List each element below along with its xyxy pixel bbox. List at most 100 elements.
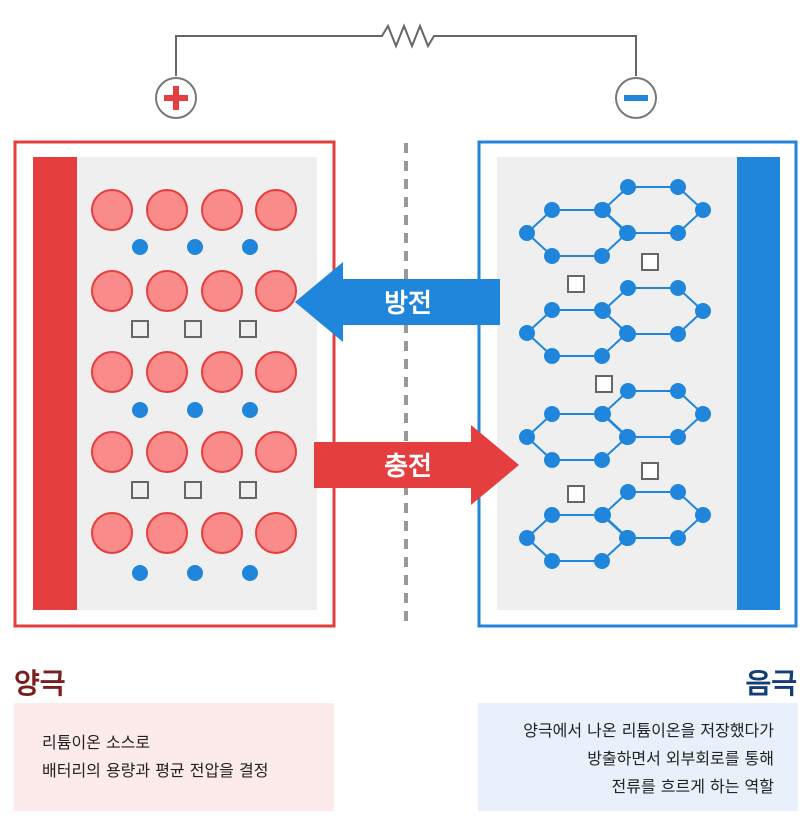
cathode-current-collector (33, 157, 77, 610)
carbon-atom (519, 429, 535, 445)
cathode-particle (146, 431, 188, 473)
anode-chamber (477, 140, 798, 628)
carbon-atom (620, 429, 636, 445)
cathode-title: 양극 (14, 667, 66, 700)
negative-terminal: − (0, 0, 657, 119)
charge-arrow: 충전 (314, 425, 519, 505)
carbon-atom (544, 348, 560, 364)
carbon-atom (670, 179, 686, 195)
carbon-atom (594, 248, 610, 264)
cathode-particle (146, 351, 188, 393)
discharge-arrow: 방전 (295, 262, 500, 342)
lithium-ion (242, 565, 258, 581)
carbon-atom (544, 507, 560, 523)
graphite-ring (595, 484, 711, 546)
cathode-particle (255, 270, 297, 312)
carbon-atom (670, 383, 686, 399)
carbon-atom (620, 280, 636, 296)
carbon-atom (670, 280, 686, 296)
cathode-particle (91, 351, 133, 393)
carbon-atom (620, 326, 636, 342)
cathode-particle (201, 270, 243, 312)
lithium-ion (242, 239, 258, 255)
carbon-atom (695, 507, 711, 523)
vacancy-square (184, 320, 202, 338)
cathode-particle (146, 189, 188, 231)
carbon-atom (695, 406, 711, 422)
anode-description-line: 양극에서 나온 리튬이온을 저장했다가 (523, 721, 774, 740)
graphite-ring (595, 179, 711, 241)
carbon-atom (519, 225, 535, 241)
vacancy-square (641, 253, 659, 271)
anode-current-collector (737, 157, 780, 610)
carbon-atom (620, 484, 636, 500)
vacancy-square (239, 481, 257, 499)
carbon-atom (695, 303, 711, 319)
discharge-label: 방전 (384, 289, 432, 319)
carbon-atom (670, 484, 686, 500)
cathode-particle (255, 351, 297, 393)
cathode-particle (255, 431, 297, 473)
cathode-particle (201, 431, 243, 473)
carbon-atom (594, 452, 610, 468)
carbon-atom (695, 202, 711, 218)
carbon-atom (544, 553, 560, 569)
carbon-atom (594, 348, 610, 364)
carbon-atom (620, 530, 636, 546)
carbon-atom (620, 225, 636, 241)
cathode-particle (91, 512, 133, 554)
carbon-atom (544, 406, 560, 422)
charge-label: 충전 (384, 452, 432, 482)
graphite-ring (595, 280, 711, 342)
lithium-ion (132, 565, 148, 581)
cathode-description-line: 리튬이온 소스로 (42, 733, 151, 752)
carbon-atom (544, 248, 560, 264)
carbon-atom (595, 406, 611, 422)
anode-description: 양극에서 나온 리튬이온을 저장했다가 방출하면서 외부회로를 통해 전류를 흐… (478, 703, 798, 811)
cathode-particle (255, 512, 297, 554)
vacancy-square (567, 275, 585, 293)
lithium-ion (187, 402, 203, 418)
carbon-atom (620, 179, 636, 195)
vacancy-square (184, 481, 202, 499)
carbon-atom (544, 202, 560, 218)
cathode-particle (255, 189, 297, 231)
lithium-ion (187, 565, 203, 581)
carbon-atom (670, 530, 686, 546)
lithium-ion (132, 402, 148, 418)
carbon-atom (544, 452, 560, 468)
cathode-particle (201, 189, 243, 231)
vacancy-square (641, 462, 659, 480)
cathode-particle (201, 351, 243, 393)
cathode-particle (91, 270, 133, 312)
cathode-particle (146, 512, 188, 554)
carbon-atom (544, 302, 560, 318)
carbon-atom (670, 225, 686, 241)
anode-title: 음극 (745, 667, 797, 700)
cathode-particle (201, 512, 243, 554)
vacancy-square (567, 485, 585, 503)
anode-description-line: 전류를 흐르게 하는 역할 (611, 777, 774, 796)
cathode-particle (91, 431, 133, 473)
vacancy-square (131, 320, 149, 338)
positive-terminal-symbol: + (0, 0, 1, 1)
carbon-atom (519, 530, 535, 546)
graphite-ring (595, 383, 711, 445)
vacancy-square (595, 375, 613, 393)
carbon-atom (670, 429, 686, 445)
carbon-atom (595, 507, 611, 523)
carbon-atom (519, 325, 535, 341)
carbon-atom (620, 383, 636, 399)
negative-terminal-symbol: − (0, 0, 1, 1)
carbon-atom (595, 303, 611, 319)
anode-description-line: 방출하면서 외부회로를 통해 (587, 749, 774, 768)
cathode-chamber (13, 140, 336, 628)
carbon-atom (670, 326, 686, 342)
lithium-ion (242, 402, 258, 418)
carbon-atom (594, 553, 610, 569)
lithium-ion (187, 239, 203, 255)
cathode-particle (146, 270, 188, 312)
external-circuit-wire (175, 23, 637, 76)
carbon-atom (595, 202, 611, 218)
